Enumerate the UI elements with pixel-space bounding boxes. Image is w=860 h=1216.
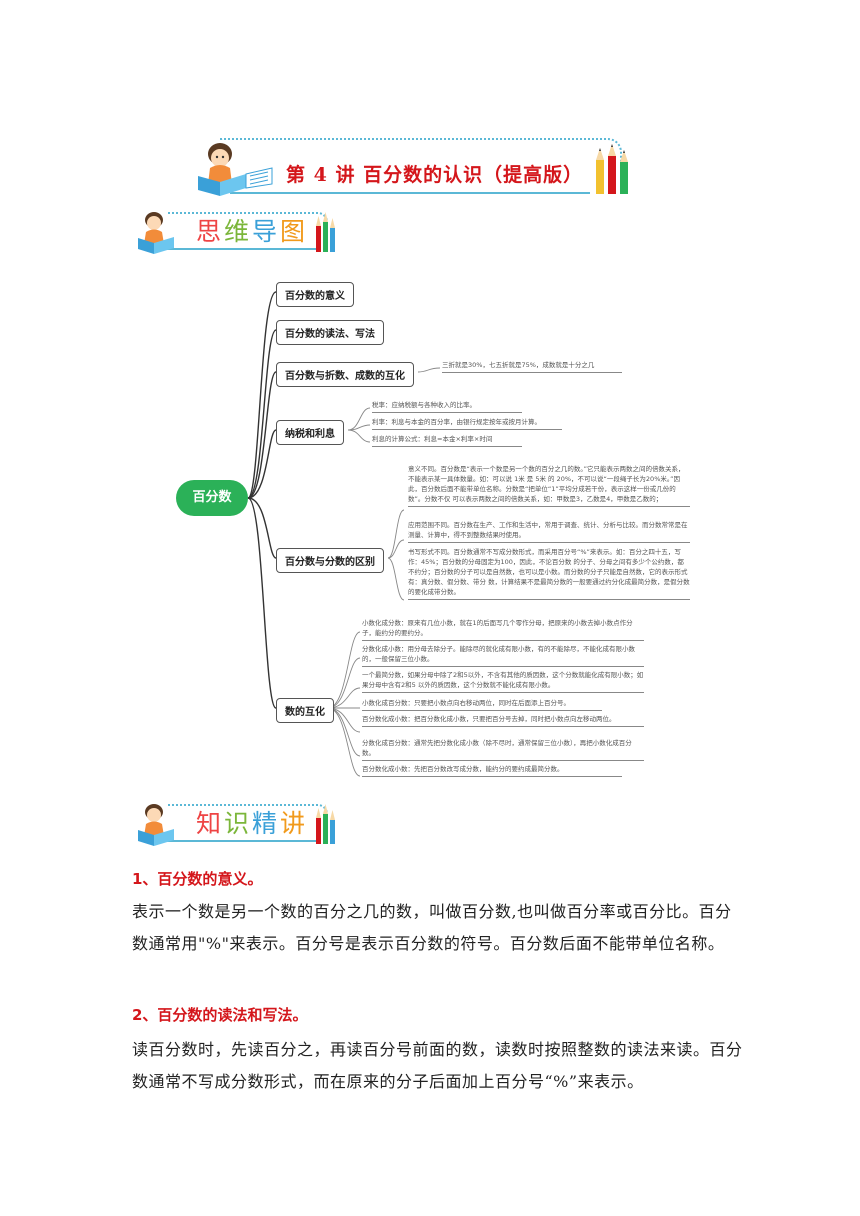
section-1-heading: 1、百分数的意义。 (132, 870, 263, 888)
leaf-discount: 三折就是30%，七五折就是75%，成数就是十分之几 (442, 360, 622, 373)
section-title-knowledge: 知识精讲 (196, 809, 309, 838)
branch-node-discount: 百分数与折数、成数的互化 (276, 362, 414, 387)
leaf-conv-3: 一个最简分数，如果分母中除了2和5以外，不含有其他的质因数，这个分数就能化成有限… (362, 670, 644, 693)
leaf-diff-usage: 应用范围不同。百分数在生产、工作和生活中，常用于调查、统计、分析与比较。而分数常… (408, 520, 690, 543)
leaf-diff-meaning: 意义不同。百分数是“表示一个数是另一个数的百分之几的数。”它只能表示两数之间的倍… (408, 464, 690, 507)
section-underline (158, 840, 318, 842)
page-title: 第 4 讲 百分数的认识（提高版） (286, 164, 584, 186)
mindmap-root: 百分数 (176, 480, 248, 516)
leaf-conv-6: 分数化成百分数：通常先把分数化成小数（除不尽时，通常保留三位小数），再把小数化成… (362, 738, 644, 761)
title-banner: 第 4 讲 百分数的认识（提高版） (190, 138, 628, 196)
mindmap-connectors (247, 291, 441, 777)
pencils-icon (316, 804, 335, 844)
section-2-heading: 2、百分数的读法和写法。 (132, 1006, 308, 1024)
leaf-tax-rate: 税率：应纳税额与各种收入的比率。 (372, 400, 522, 413)
section-header-mindmap: 思维导图 (136, 208, 336, 256)
leaf-interest-formula: 利息的计算公式：利息=本金×利率×时间 (372, 434, 522, 447)
section-title-mindmap: 思维导图 (196, 217, 309, 246)
pencils-icon (316, 212, 335, 252)
leaf-conv-2: 分数化成小数：用分母去除分子。能除尽的就化成有限小数，有的不能除尽，不能化成有限… (362, 644, 644, 667)
girl-reading-icon (138, 804, 174, 846)
section-1-text: 表示一个数是另一个数的百分之几的数，叫做百分数,也叫做百分率或百分比。百分数通常… (132, 902, 732, 953)
leaf-conv-5: 百分数化成小数：把百分数化成小数，只要把百分号去掉，同时把小数点向左移动两位。 (362, 714, 644, 727)
section-underline (158, 248, 318, 250)
leaf-conv-1: 小数化成分数：原来有几位小数，就在1的后面写几个零作分母，把原来的小数去掉小数点… (362, 618, 644, 641)
girl-reading-icon (138, 212, 174, 254)
branch-node-difference: 百分数与分数的区别 (276, 548, 384, 573)
banner-underline (230, 192, 590, 194)
leaf-interest-rate: 利率：利息与本金的百分率，由银行规定按年或按月计算。 (372, 417, 562, 430)
section-2-text: 读百分数时，先读百分之，再读百分号前面的数，读数时按照整数的读法来读。百分数通常… (132, 1040, 743, 1091)
girl-reading-icon (198, 143, 273, 196)
branch-node-tax-interest: 纳税和利息 (276, 420, 344, 445)
mindmap: 百分数 百分数的意义 百分数的读法、写法 百分数与折数、成数的互化 纳税和利息 … (160, 270, 700, 790)
section-header-knowledge: 知识精讲 (136, 800, 336, 848)
leaf-conv-4: 小数化成百分数：只要把小数点向右移动两位，同时在后面添上百分号。 (362, 698, 602, 711)
branch-node-reading-writing: 百分数的读法、写法 (276, 320, 384, 345)
branch-node-conversion: 数的互化 (276, 698, 334, 723)
leaf-diff-form: 书写形式不同。百分数通常不写成分数形式，而采用百分号“%”来表示。如：百分之四十… (408, 547, 690, 600)
pencils-icon (596, 144, 628, 194)
leaf-conv-7: 百分数化成小数：先把百分数改写成分数，能约分的要约成最简分数。 (362, 764, 622, 777)
branch-node-meaning: 百分数的意义 (276, 282, 354, 307)
